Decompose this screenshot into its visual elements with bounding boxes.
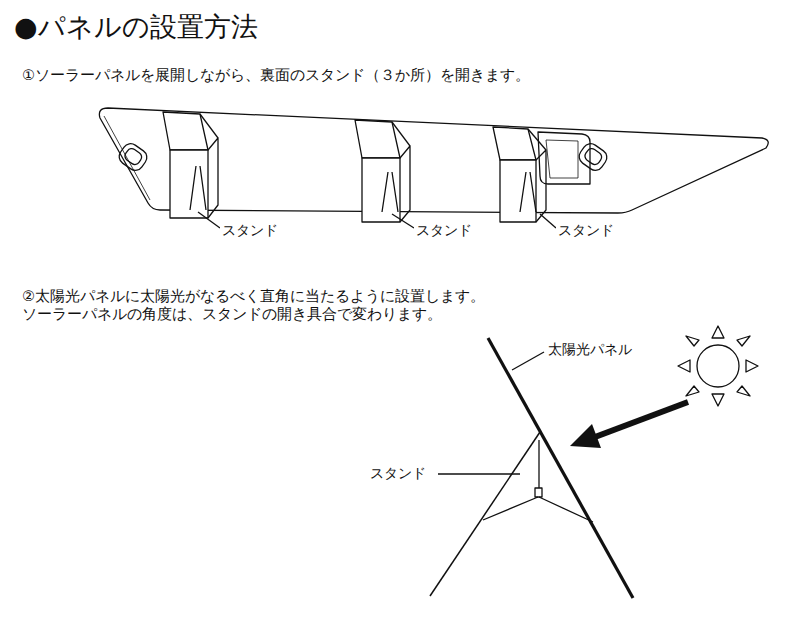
- stand-string: [538, 440, 539, 488]
- page-title: ●パネルの設置方法: [14, 10, 258, 44]
- part-label: スタンド: [414, 222, 474, 240]
- string-clip: [535, 488, 542, 497]
- stand-leg: [430, 432, 540, 596]
- part-label: スタンド: [368, 465, 428, 483]
- stand: [493, 127, 546, 222]
- stand: [355, 120, 410, 222]
- part-label: スタンド: [220, 222, 280, 240]
- sun: [678, 326, 758, 406]
- panel-edge: [104, 116, 150, 200]
- handle: [123, 147, 144, 167]
- stand-string: [483, 497, 593, 522]
- sunlight-arrow: [595, 402, 688, 437]
- part-label: 太陽光パネル: [546, 341, 634, 359]
- sunlight-arrowhead: [570, 424, 601, 448]
- handle: [576, 141, 610, 174]
- part-label: スタンド: [556, 222, 616, 240]
- leader-line: [392, 214, 414, 228]
- junction-box: [546, 140, 578, 178]
- leader-line: [540, 214, 556, 228]
- handle: [583, 147, 604, 167]
- step-text: ①ソーラーパネルを展開しながら、裏面のスタンド（３か所）を開きます。: [22, 66, 762, 84]
- stand: [163, 112, 218, 218]
- solar-panel-side: [488, 338, 633, 598]
- handle: [116, 141, 150, 174]
- leader-line: [512, 352, 544, 370]
- leader-line: [438, 473, 520, 474]
- step-text: ②太陽光パネルに太陽光がなるべく直角に当たるように設置します。 ソーラーパネルの…: [22, 287, 502, 323]
- leader-line: [198, 212, 220, 228]
